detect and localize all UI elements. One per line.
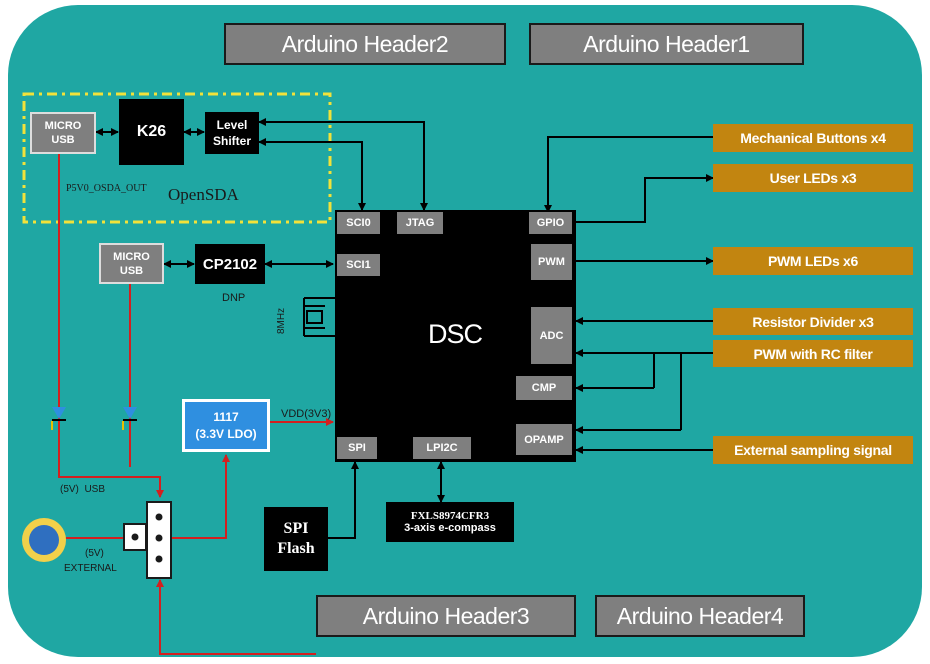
crystal-symbol — [304, 305, 325, 329]
resistor-divider: Resistor Divider x3 — [713, 308, 913, 335]
cp2102-chip: CP2102 — [195, 244, 265, 284]
arduino-header2: Arduino Header2 — [224, 23, 506, 65]
dsc-lpi2c: LPI2C — [413, 437, 471, 459]
pwm-leds: PWM LEDs x6 — [713, 247, 913, 275]
ldo-1117: 1117 (3.3V LDO) — [182, 399, 270, 452]
spi-flash: SPI Flash — [264, 507, 328, 571]
dsc-gpio: GPIO — [529, 212, 572, 234]
crystal-label: 8MHz — [276, 307, 287, 334]
opensda-micro-usb: MICRO USB — [30, 112, 96, 154]
user-leds: User LEDs x3 — [713, 164, 913, 192]
usb-5v-label: (5V) USB — [60, 484, 106, 495]
dsc-sci0: SCI0 — [337, 212, 380, 234]
compass-desc: 3-axis e-compass — [404, 522, 496, 534]
k26-chip: K26 — [119, 99, 184, 165]
ext-5v-label: (5V) — [85, 548, 104, 559]
dsc-pwm: PWM — [531, 244, 572, 280]
arduino-header3: Arduino Header3 — [316, 595, 576, 637]
dsc-opamp: OPAMP — [516, 424, 572, 455]
compass-part: FXLS8974CFR3 — [410, 510, 490, 522]
dnp-label: DNP — [222, 292, 246, 304]
micro-usb-2: MICRO USB — [99, 243, 164, 284]
external-label: EXTERNAL — [64, 563, 117, 574]
e-compass: FXLS8974CFR3 3-axis e-compass — [386, 502, 514, 542]
arduino-header1: Arduino Header1 — [529, 23, 804, 65]
level-shifter: Level Shifter — [205, 112, 259, 154]
diode-symbols — [51, 407, 137, 430]
dsc-cmp: CMP — [516, 376, 572, 400]
pwm-rc-filter: PWM with RC filter — [713, 340, 913, 367]
dsc-label: DSC — [428, 319, 483, 349]
external-sampling-signal: External sampling signal — [713, 436, 913, 464]
arduino-header4: Arduino Header4 — [595, 595, 805, 637]
power-connector-icon — [123, 501, 172, 579]
dsc-sci1: SCI1 — [337, 254, 380, 276]
dsc-adc: ADC — [531, 307, 572, 364]
mechanical-buttons: Mechanical Buttons x4 — [713, 124, 913, 152]
vdd-label: VDD(3V3) — [281, 408, 332, 420]
p5v0-label: P5V0_OSDA_OUT — [66, 183, 147, 194]
dsc-jtag: JTAG — [397, 212, 443, 234]
opensda-label: OpenSDA — [168, 185, 239, 204]
dsc-spi: SPI — [337, 437, 377, 459]
